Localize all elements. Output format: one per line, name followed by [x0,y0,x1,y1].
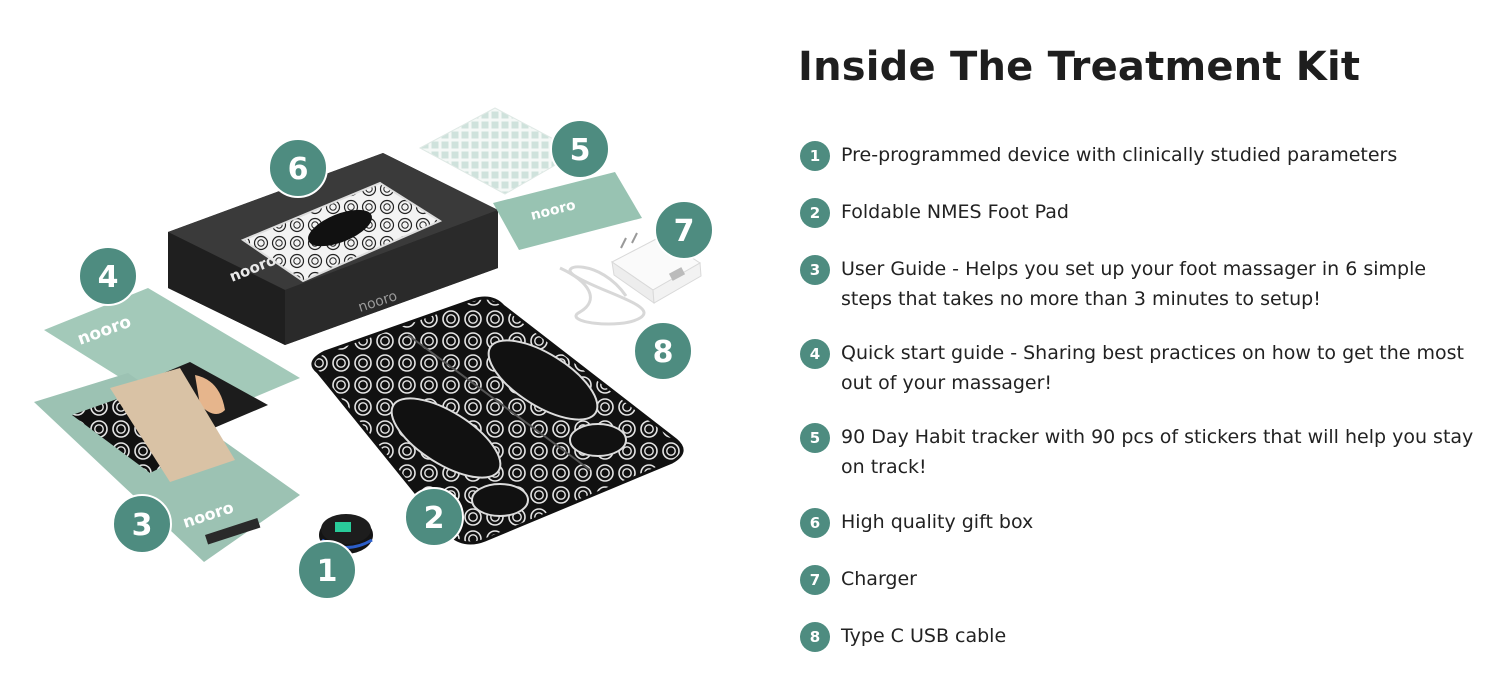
svg-text:5: 5 [570,133,591,168]
svg-text:3: 3 [132,508,153,543]
item-number-badge: 1 [800,141,830,171]
svg-text:6: 6 [288,152,309,187]
badge-5: 5 [550,119,610,179]
badge-1: 1 [297,540,357,600]
item-number-badge: 8 [800,622,830,652]
item-text: Foldable NMES Foot Pad [841,201,1069,223]
item-text: Type C USB cable [841,625,1007,647]
item-text: Pre-programmed device with clinically st… [841,144,1398,166]
item-number-badge: 6 [800,508,830,538]
item-number-badge: 5 [800,423,830,453]
charger-and-cable [559,232,702,326]
item-text: High quality gift box [841,511,1034,533]
svg-text:1: 1 [317,554,338,589]
svg-text:8: 8 [653,335,674,370]
item-text: User Guide - Helps you set up your foot … [841,258,1427,310]
kit-contents: Inside The Treatment Kit 1 Pre-programme… [798,0,1488,690]
user-guide: nooro [34,368,300,562]
badge-7: 7 [654,200,714,260]
badge-4: 4 [78,246,138,306]
item-text: 90 Day Habit tracker with 90 pcs of stic… [841,426,1474,478]
item-text: Charger [841,568,917,590]
product-kit-illustration: nooro nooro nooro nooro [34,107,714,600]
svg-text:4: 4 [98,260,119,295]
item-number-badge: 3 [800,255,830,285]
svg-text:2: 2 [424,501,445,536]
page-title: Inside The Treatment Kit [798,44,1361,90]
badge-8: 8 [633,321,693,381]
foot-pad [311,296,684,545]
svg-text:7: 7 [674,214,695,249]
badge-3: 3 [112,494,172,554]
item-number-badge: 2 [800,198,830,228]
item-number-badge: 4 [800,339,830,369]
gift-box: nooro nooro [168,153,498,345]
item-text: Quick start guide - Sharing best practic… [841,342,1465,394]
badge-6: 6 [268,138,328,198]
badge-2: 2 [404,487,464,547]
item-number-badge: 7 [800,565,830,595]
habit-tracker: nooro [418,107,642,250]
